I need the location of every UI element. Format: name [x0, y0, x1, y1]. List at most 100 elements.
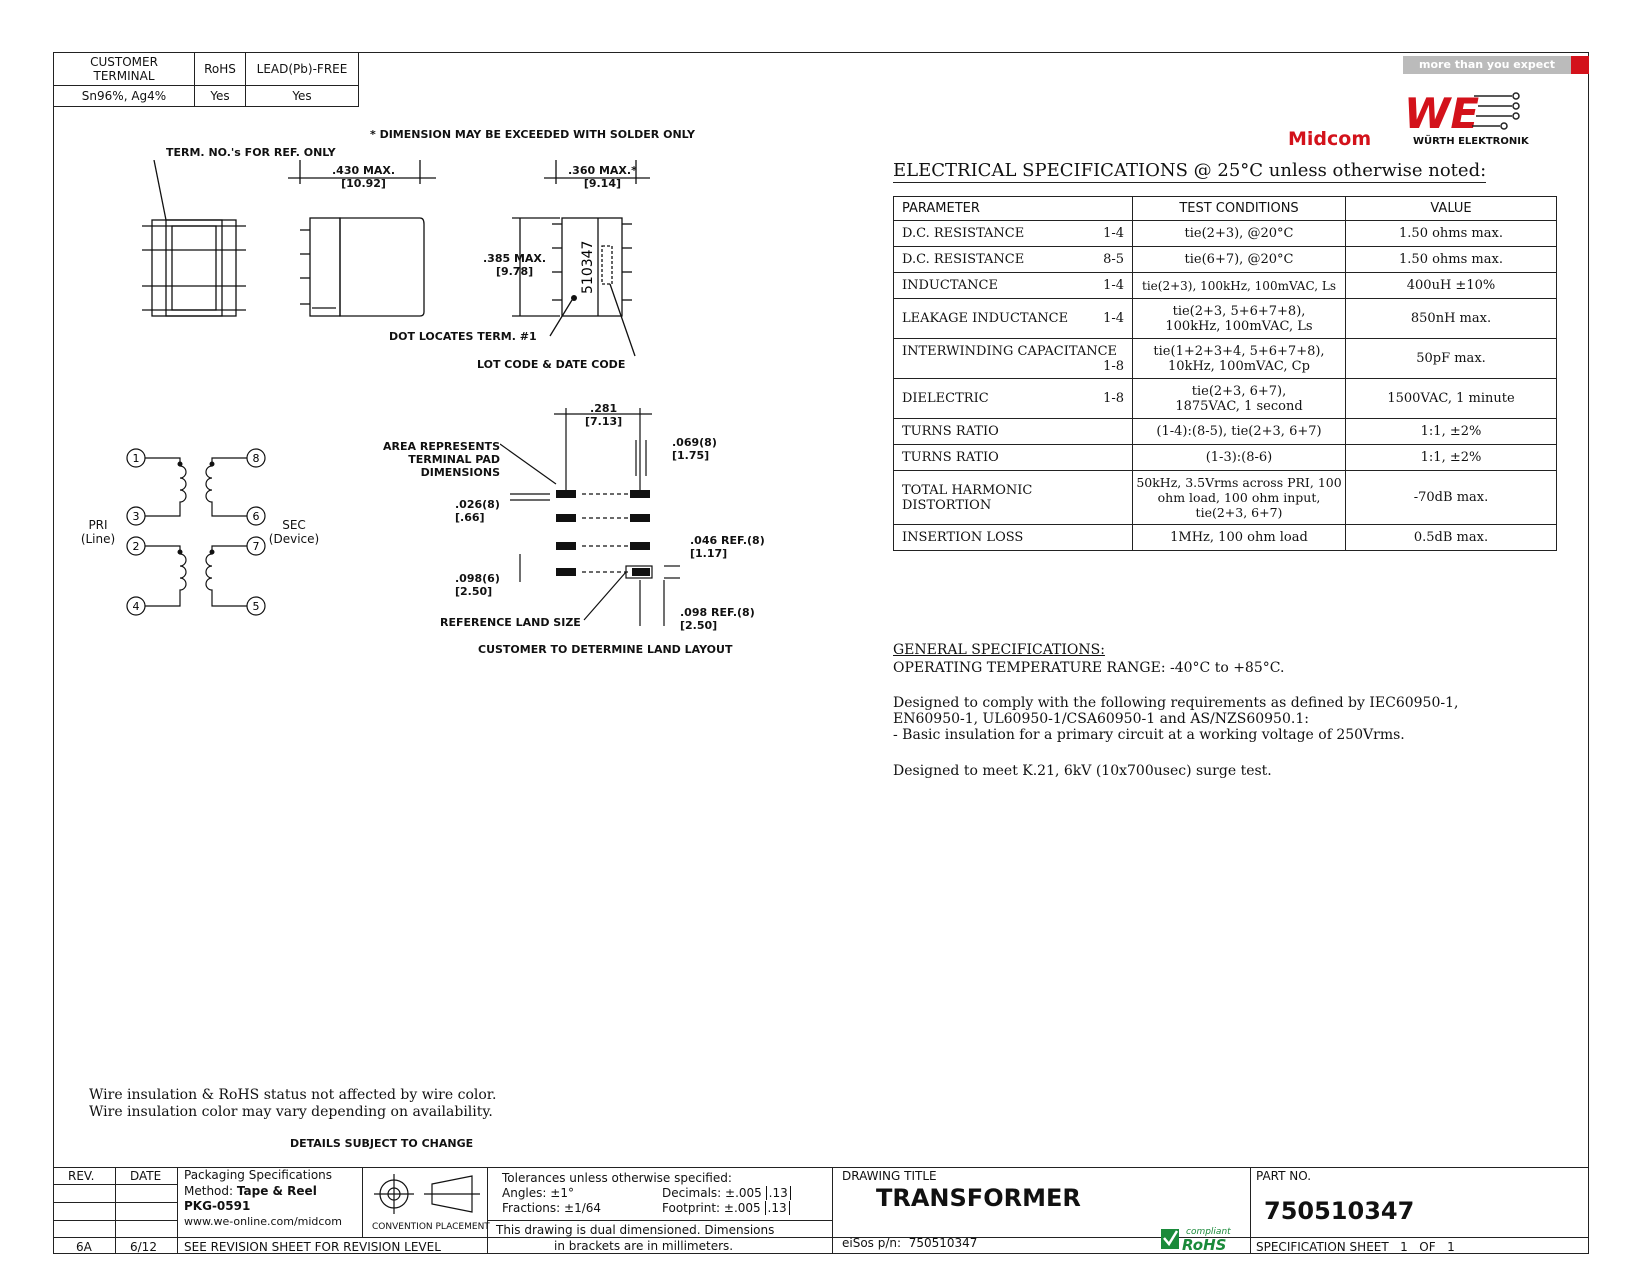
- tol-row-line: [487, 1220, 832, 1221]
- spec-value: 400uH ±10%: [1345, 272, 1557, 299]
- eisos-value: 750510347: [908, 1236, 978, 1250]
- tol-footprint-mm: .13: [764, 1201, 790, 1215]
- param-text: D.C. RESISTANCE: [902, 252, 1025, 267]
- tol-footprint: Footprint: ±.005 .13: [662, 1201, 790, 1215]
- dim-098a: .098(6)[2.50]: [455, 572, 500, 598]
- spec-param: TURNS RATIO: [893, 444, 1133, 471]
- drawing-title: TRANSFORMER: [876, 1184, 1081, 1212]
- tol-angles: Angles: ±1°: [502, 1186, 574, 1200]
- pin-1: 1: [133, 452, 140, 465]
- spec-cond: tie(2+3), 100kHz, 100mVAC, Ls: [1132, 272, 1346, 299]
- spec-cond: (1-3):(8-6): [1132, 444, 1346, 471]
- details-note: DETAILS SUBJECT TO CHANGE: [290, 1137, 474, 1150]
- dim-098a-in: .098(6): [455, 572, 500, 585]
- tol-footprint-text: Footprint: ±.005: [662, 1201, 761, 1215]
- sheet-label: SPECIFICATION SHEET: [1256, 1240, 1389, 1254]
- spec-param: INSERTION LOSS: [893, 524, 1133, 551]
- rohs-value: Yes: [194, 85, 246, 107]
- part-number: 750510347: [1264, 1197, 1415, 1225]
- pin-2: 2: [133, 540, 140, 553]
- eisos-pn: eiSos p/n: 750510347: [842, 1236, 977, 1250]
- spec-cond: 1MHz, 100 ohm load: [1132, 524, 1346, 551]
- spec-value: 1500VAC, 1 minute: [1345, 378, 1557, 419]
- rev-row-line: [53, 1220, 177, 1221]
- param-text: INTERWINDING CAPACITANCE: [902, 343, 1118, 359]
- pkg-method: Method: Tape & Reel: [184, 1184, 317, 1198]
- electrical-spec-title: ELECTRICAL SPECIFICATIONS @ 25°C unless …: [893, 160, 1487, 183]
- dim-098a-mm: [2.50]: [455, 585, 493, 598]
- lead-free-header: LEAD(Pb)-FREE: [245, 52, 359, 86]
- pri-label-text: PRI: [88, 518, 108, 532]
- param-text: INDUCTANCE: [902, 278, 998, 293]
- divider: [832, 1167, 833, 1254]
- wire-note-1: Wire insulation & RoHS status not affect…: [89, 1087, 497, 1103]
- spec-value: -70dB max.: [1345, 470, 1557, 525]
- area-note-line-2: TERMINAL PAD DIMENSIONS: [408, 453, 500, 479]
- param-text: INSERTION LOSS: [902, 530, 1024, 545]
- rohs-label: RoHS: [1182, 1236, 1227, 1254]
- spec-param: LEAKAGE INDUCTANCE 1-4: [893, 298, 1133, 339]
- sec-sub-text: (Device): [268, 532, 320, 546]
- param-text: DIELECTRIC: [902, 391, 989, 406]
- spec-param: TURNS RATIO: [893, 418, 1133, 445]
- dim-385: .385 MAX.[9.78]: [483, 252, 546, 278]
- dim-046-mm: [1.17]: [690, 547, 728, 560]
- pkg-code: PKG-0591: [184, 1199, 251, 1213]
- terminal-value: Sn96%, Ag4%: [53, 85, 195, 107]
- sec-label-text: SEC: [282, 518, 306, 532]
- rohs-compliant-label: compliant: [1186, 1227, 1231, 1237]
- divider: [1250, 1167, 1251, 1254]
- general-spec-title: GENERAL SPECIFICATIONS:: [893, 642, 1105, 658]
- we-logo-text: WE: [1404, 89, 1479, 138]
- surge-note: Designed to meet K.21, 6kV (10x700usec) …: [893, 763, 1272, 779]
- tol-decimals: Decimals: ±.005 .13: [662, 1186, 791, 1200]
- spec-cond: tie(2+3, 5+6+7+8), 100kHz, 100mVAC, Ls: [1132, 298, 1346, 339]
- dim-098b-mm: [2.50]: [680, 619, 718, 632]
- tol-decimals-mm: .13: [765, 1186, 791, 1200]
- part-no-label: PART NO.: [1256, 1169, 1312, 1183]
- param-pins: 1-4: [1103, 278, 1124, 293]
- customer-land-layout: CUSTOMER TO DETERMINE LAND LAYOUT: [478, 643, 733, 656]
- eisos-label: eiSos p/n:: [842, 1236, 902, 1250]
- param-text: D.C. RESISTANCE: [902, 226, 1025, 241]
- spec-row: INSERTION LOSS 1MHz, 100 ohm load 0.5dB …: [893, 524, 1557, 551]
- dimension-note: * DIMENSION MAY BE EXCEEDED WITH SOLDER …: [370, 128, 695, 141]
- spec-value: 1.50 ohms max.: [1345, 246, 1557, 273]
- lot-note: LOT CODE & DATE CODE: [477, 358, 626, 371]
- dim-281: .281[7.13]: [585, 402, 622, 428]
- revision-note: SEE REVISION SHEET FOR REVISION LEVEL: [184, 1240, 441, 1254]
- dim-281-in: .281: [590, 402, 618, 415]
- pri-sub-text: (Line): [80, 532, 116, 546]
- rohs-header: RoHS: [194, 52, 246, 86]
- param-pins: 1-4: [1103, 311, 1124, 326]
- spec-row: TURNS RATIO (1-3):(8-6) 1:1, ±2%: [893, 444, 1557, 471]
- pin-3: 3: [133, 510, 140, 523]
- param-text: LEAKAGE INDUCTANCE: [902, 311, 1069, 326]
- spec-value: 1.50 ohms max.: [1345, 220, 1557, 247]
- dim-281-mm: [7.13]: [585, 415, 623, 428]
- date-value: 6/12: [130, 1240, 157, 1254]
- dim-026-in: .026(8): [455, 498, 500, 511]
- test-cond-header: TEST CONDITIONS: [1132, 196, 1346, 221]
- spec-cond: 50kHz, 3.5Vrms across PRI, 100 ohm load,…: [1132, 470, 1346, 525]
- lead-free-value: Yes: [245, 85, 359, 107]
- sheet-num: 1: [1400, 1240, 1408, 1254]
- brand-red-block: [1571, 56, 1589, 74]
- website-link[interactable]: www.we-online.com/midcom: [184, 1215, 342, 1228]
- dual-dim-note-2: in brackets are in millimeters.: [554, 1239, 734, 1253]
- dim-098b-in: .098 REF.(8): [680, 606, 755, 619]
- mechanical-drawing: 510347: [142, 160, 650, 357]
- param-text: TURNS RATIO: [902, 450, 999, 465]
- rev-value: 6A: [76, 1240, 92, 1254]
- dim-026: .026(8)[.66]: [455, 498, 500, 524]
- pkg-method-label: Method:: [184, 1184, 234, 1198]
- dim-069-mm: [1.75]: [672, 449, 710, 462]
- dim-046: .046 REF.(8)[1.17]: [690, 534, 765, 560]
